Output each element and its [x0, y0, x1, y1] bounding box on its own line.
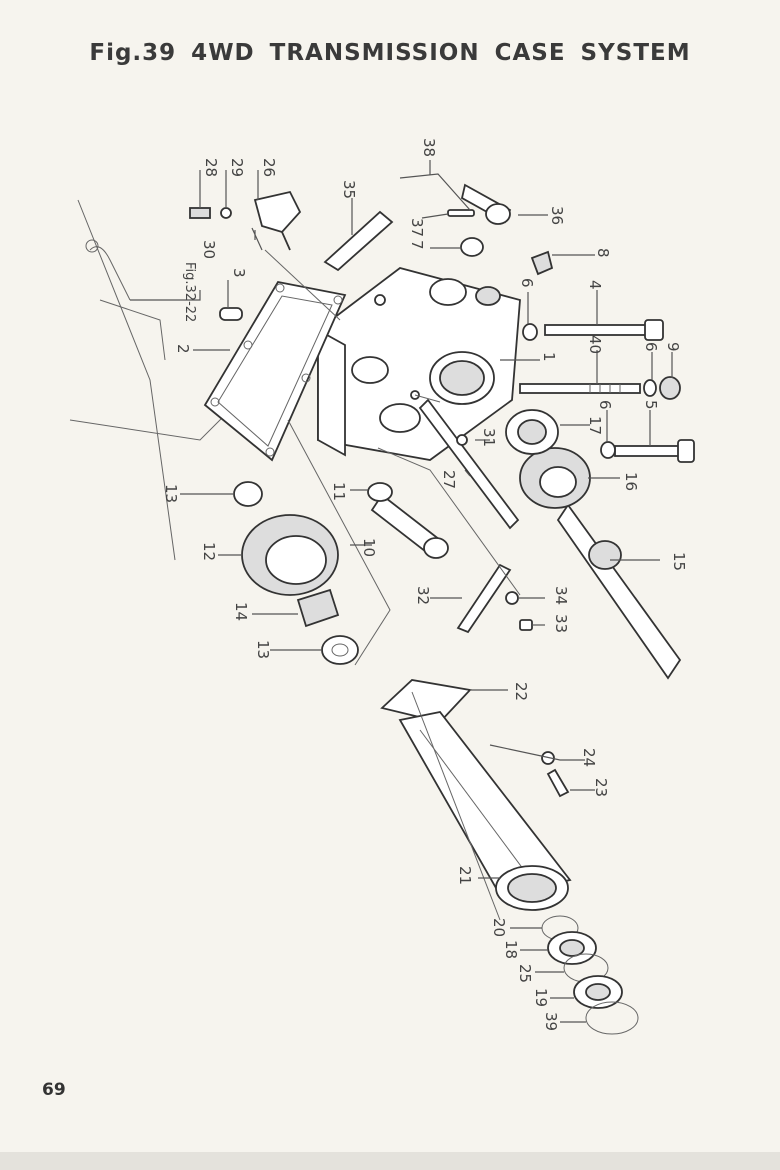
bolt-part-23: [546, 768, 570, 798]
label-25: 25: [516, 964, 534, 983]
label-3: 3: [230, 268, 248, 278]
label-21: 21: [456, 866, 474, 885]
label-16: 16: [622, 472, 640, 491]
label-19: 19: [532, 988, 550, 1007]
label-22: 22: [512, 682, 530, 701]
label-6a: 6: [518, 278, 536, 288]
label-15: 15: [670, 552, 688, 571]
label-29: 29: [228, 158, 246, 177]
label-8: 8: [594, 248, 612, 258]
bolt-part-4: [544, 319, 664, 341]
label-40: 40: [586, 335, 604, 354]
label-24: 24: [580, 748, 598, 767]
bearing-part-17: [505, 409, 559, 455]
gear-part-12: [241, 514, 339, 596]
label-10: 10: [360, 538, 378, 557]
page-number: 69: [42, 1080, 66, 1100]
stud-part-40: [519, 383, 641, 394]
label-13b: 13: [254, 640, 272, 659]
label-18: 18: [502, 940, 520, 959]
spring-part-28: [189, 207, 211, 219]
bracket-part-32: [456, 563, 512, 634]
arm-part-36: [460, 183, 512, 225]
wire-part-38: [399, 173, 471, 211]
label-14: 14: [232, 602, 250, 621]
gear-part-16: [519, 447, 591, 509]
label-4: 4: [586, 280, 604, 290]
nut-part-9: [659, 376, 681, 400]
tube-housing-part-21: [398, 711, 572, 911]
label-26: 26: [260, 158, 278, 177]
ring-part-7: [460, 237, 484, 257]
lever-part-35: [323, 210, 394, 272]
plug-part-8: [530, 250, 554, 276]
part-labels: 28 29 26 30 3 Fig.32-22 2 35 38 37 7 36 …: [162, 138, 688, 1031]
needle-bearing-part-14: [296, 588, 340, 628]
leader-lines: [130, 160, 673, 1023]
figure-title: Fig.39 4WD TRANSMISSION CASE SYSTEM: [89, 40, 691, 66]
gasket-part-2: [203, 280, 347, 462]
label-6c: 6: [596, 400, 614, 410]
bolt-part-33: [519, 619, 533, 631]
washer-part-6: [522, 323, 657, 459]
label-12: 12: [200, 542, 218, 561]
label-17: 17: [586, 416, 604, 435]
transmission-case-part-1: [317, 267, 521, 461]
label-32: 32: [414, 586, 432, 605]
assembly-lines: [264, 249, 521, 921]
label-28: 28: [202, 158, 220, 177]
bolt-part-5: [614, 439, 695, 463]
label-2: 2: [174, 344, 192, 354]
label-37: 37: [408, 218, 426, 237]
label-36: 36: [548, 206, 566, 225]
o-ring-part-39: [585, 1001, 639, 1035]
label-23: 23: [592, 778, 610, 797]
label-11: 11: [330, 482, 348, 501]
label-5: 5: [642, 400, 660, 410]
label-13a: 13: [162, 484, 180, 503]
label-35: 35: [340, 180, 358, 199]
label-30: 30: [200, 240, 218, 259]
pin-part-3: [219, 307, 243, 321]
label-fig32-22: Fig.32-22: [182, 262, 197, 322]
label-9: 9: [664, 342, 682, 352]
label-34: 34: [552, 586, 570, 605]
collar-part-11: [367, 482, 393, 502]
shift-rod-part-27: [418, 398, 520, 530]
seal-part-19: [573, 975, 623, 1009]
washer-part-34: [505, 591, 519, 605]
output-shaft-part-15: [556, 503, 682, 680]
shift-fork-part-26: [253, 190, 302, 251]
pin-part-37: [447, 209, 475, 217]
shaft-part-10: [370, 493, 449, 559]
scan-edge: [0, 1152, 780, 1170]
label-6b: 6: [642, 342, 660, 352]
label-20: 20: [490, 918, 508, 937]
pin-part-31: [456, 434, 468, 446]
label-33: 33: [552, 614, 570, 633]
label-27: 27: [440, 470, 458, 489]
label-39: 39: [542, 1012, 560, 1031]
label-38: 38: [420, 138, 438, 157]
bearing-part-18: [547, 931, 597, 965]
label-7: 7: [408, 240, 426, 250]
label-1: 1: [540, 352, 558, 362]
label-31: 31: [480, 428, 498, 447]
ball-part-29: [220, 207, 232, 219]
pin-part-30: [251, 227, 263, 251]
